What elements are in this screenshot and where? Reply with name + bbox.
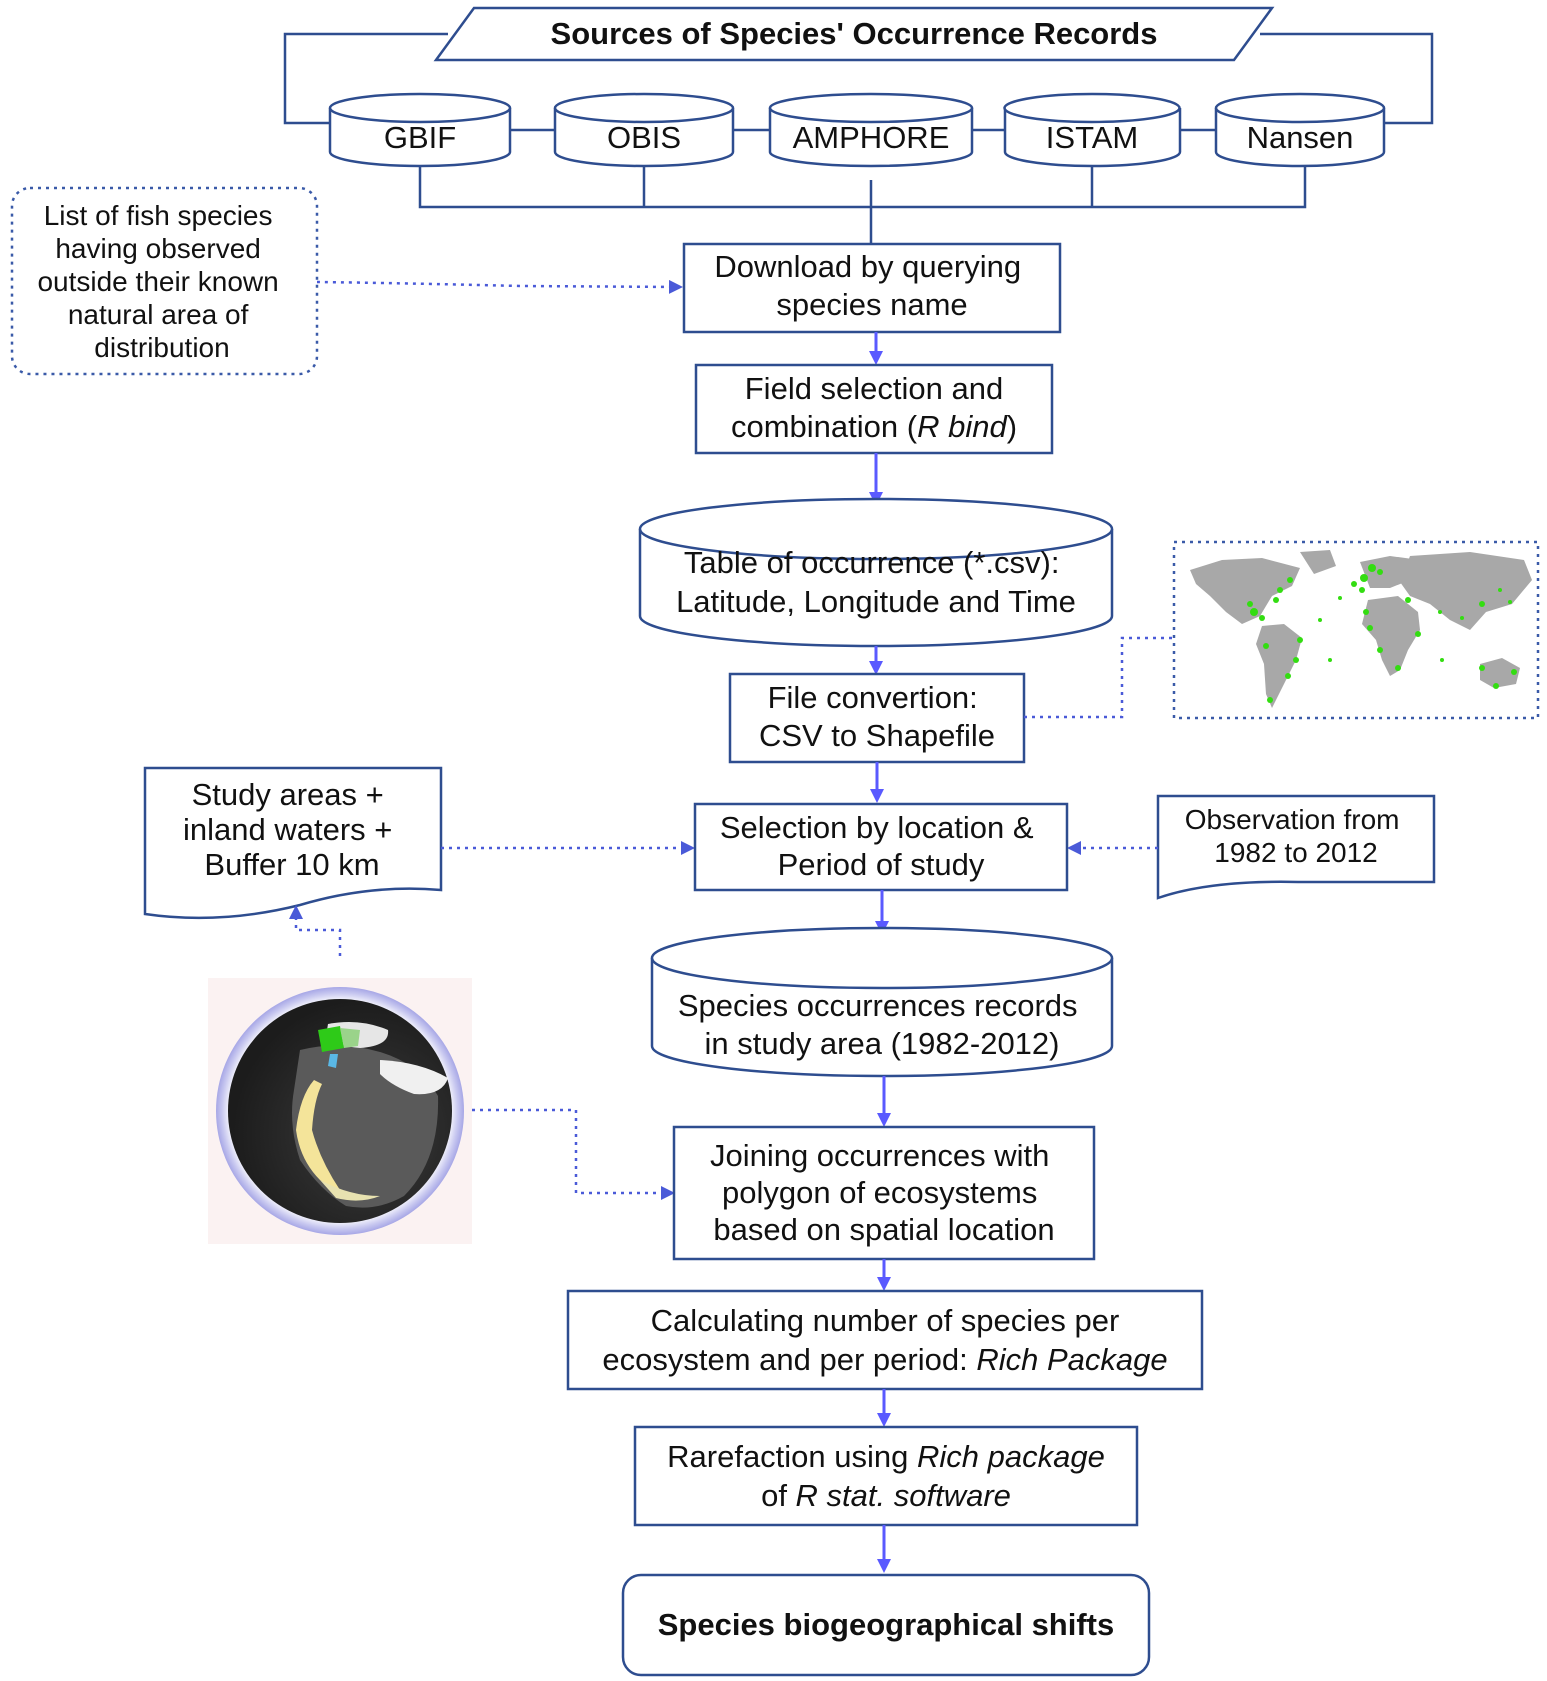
rarefaction-line-2: of R stat. software — [761, 1478, 1011, 1513]
step-table-cylinder: Table of occurrence (*.csv): Latitude, L… — [638, 497, 1114, 648]
study-areas-line-1: Study areas + — [192, 777, 384, 812]
rarefaction-line-2-em: R stat. software — [796, 1478, 1011, 1513]
observation-note: Observation from 1982 to 2012 — [1156, 794, 1436, 900]
rarefaction-line-2-pre: of — [761, 1478, 795, 1513]
step-field-selection: Field selection and combination (R bind) — [694, 363, 1054, 455]
db-nansen: Nansen — [1214, 92, 1386, 168]
svg-text:Joining occurrences with: Joining occurrences with polygon of ecos… — [710, 1138, 1058, 1247]
step-file-conversion: File convertion: CSV to Shapefile — [728, 672, 1026, 764]
download-line-1: Download by querying — [714, 249, 1021, 284]
svg-text:File convertion: CSV to: File convertion: CSV to Shapefile — [759, 680, 995, 753]
step-occ-records-cylinder: Species occurrences records in study are… — [650, 926, 1114, 1078]
occ-records-line-2: in study area (1982-2012) — [704, 1026, 1059, 1061]
table-line-1: Table of occurrence (*.csv): — [684, 545, 1060, 580]
selection-line-2: Period of study — [778, 847, 985, 882]
download-line-2: species name — [776, 287, 967, 322]
sources-title-parallelogram — [433, 6, 1275, 62]
svg-text:Species occurrences records: Species occurrences records in study are… — [678, 988, 1086, 1061]
calculating-line-2: ecosystem and per period: Rich Package — [602, 1342, 1167, 1377]
world-map-connector — [1024, 636, 1175, 719]
joining-line-3: based on spatial location — [713, 1212, 1054, 1247]
field-line-2-pre: combination ( — [731, 409, 918, 444]
step-download: Download by querying species name — [682, 242, 1062, 334]
species-list-line-5: distribution — [94, 332, 229, 363]
step-rarefaction: Rarefaction using Rich package of R stat… — [633, 1425, 1139, 1527]
conversion-line-1: File convertion: — [768, 680, 978, 715]
db-istam: ISTAM — [1003, 92, 1182, 168]
species-list-line-3: outside their known — [37, 266, 278, 297]
sources-title: Sources of Species' Occurrence Records — [551, 16, 1158, 51]
joining-line-1: Joining occurrences with — [710, 1138, 1049, 1173]
study-areas-line-2: inland waters + — [183, 812, 392, 847]
db-label-amphore: AMPHORE — [793, 120, 950, 155]
db-label-gbif: GBIF — [384, 120, 456, 155]
svg-text:Selection by location &: Selection by location & Period of study — [720, 810, 1042, 882]
sources-bracket-right — [1260, 32, 1434, 125]
calculating-line-1: Calculating number of species per — [651, 1303, 1120, 1338]
svg-text:List of fish species ha: List of fish species having observed out… — [37, 200, 286, 363]
sources-bracket-left — [283, 32, 448, 125]
final-result-label: Species biogeographical shifts — [658, 1607, 1115, 1642]
db-label-nansen: Nansen — [1247, 120, 1354, 155]
db-bottom-bus — [418, 166, 1307, 209]
db-label-istam: ISTAM — [1046, 120, 1138, 155]
svg-text:Table of occurrence (*.csv):: Table of occurrence (*.csv): Latitude, L… — [676, 545, 1076, 619]
sources-header: Sources of Species' Occurrence Records — [433, 6, 1275, 62]
rarefaction-line-1-pre: Rarefaction using — [667, 1439, 917, 1474]
table-line-2: Latitude, Longitude and Time — [676, 584, 1076, 619]
step-calculating: Calculating number of species per ecosys… — [566, 1289, 1204, 1391]
svg-text:Download by querying sp: Download by querying species name — [714, 249, 1029, 322]
db-amphore: AMPHORE — [768, 92, 974, 168]
db-obis: OBIS — [553, 92, 735, 168]
globe-to-study-areas-connector — [289, 905, 342, 956]
study-areas-note: Study areas + inland waters + Buffer 10 … — [143, 766, 443, 920]
observation-line-2: 1982 to 2012 — [1214, 837, 1378, 868]
species-list-connector — [316, 279, 683, 294]
globe-study-area-image — [208, 978, 472, 1244]
calculating-line-2-pre: ecosystem and per period: — [602, 1342, 976, 1377]
joining-line-2: polygon of ecosystems — [722, 1175, 1037, 1210]
conversion-line-2: CSV to Shapefile — [759, 718, 995, 753]
svg-text:Study areas + inland wa: Study areas + inland waters + Buffer 10 … — [183, 777, 401, 882]
species-list-line-4: natural area of — [68, 299, 249, 330]
species-list-line-1: List of fish species — [44, 200, 273, 231]
species-list-line-2: having observed — [55, 233, 260, 264]
db-gbif: GBIF — [328, 92, 512, 168]
study-areas-line-3: Buffer 10 km — [204, 847, 379, 882]
db-label-obis: OBIS — [607, 120, 681, 155]
field-line-1: Field selection and — [745, 371, 1004, 406]
world-map-occurrences — [1172, 540, 1540, 720]
step-selection: Selection by location & Period of study — [693, 802, 1069, 892]
field-line-2-em: R bind — [917, 409, 1008, 444]
selection-line-1: Selection by location & — [720, 810, 1034, 845]
rarefaction-line-1-em: Rich package — [917, 1439, 1105, 1474]
species-list-note: List of fish species having observed out… — [10, 186, 319, 376]
step-final-result: Species biogeographical shifts — [621, 1573, 1151, 1677]
svg-text:Observation from 1982 to: Observation from 1982 to 2012 — [1185, 804, 1408, 868]
occ-records-line-1: Species occurrences records — [678, 988, 1078, 1023]
field-line-2-post: ) — [1007, 409, 1017, 444]
calculating-line-2-em: Rich Package — [976, 1342, 1167, 1377]
step-joining: Joining occurrences with polygon of ecos… — [672, 1125, 1096, 1261]
world-map-occurrence-points — [1247, 564, 1517, 703]
field-line-2: combination (R bind) — [731, 409, 1017, 444]
globe-to-joining-connector — [472, 1108, 675, 1200]
rarefaction-line-1: Rarefaction using Rich package — [667, 1439, 1105, 1474]
observation-line-1: Observation from — [1185, 804, 1400, 835]
world-map-land — [1190, 550, 1532, 708]
